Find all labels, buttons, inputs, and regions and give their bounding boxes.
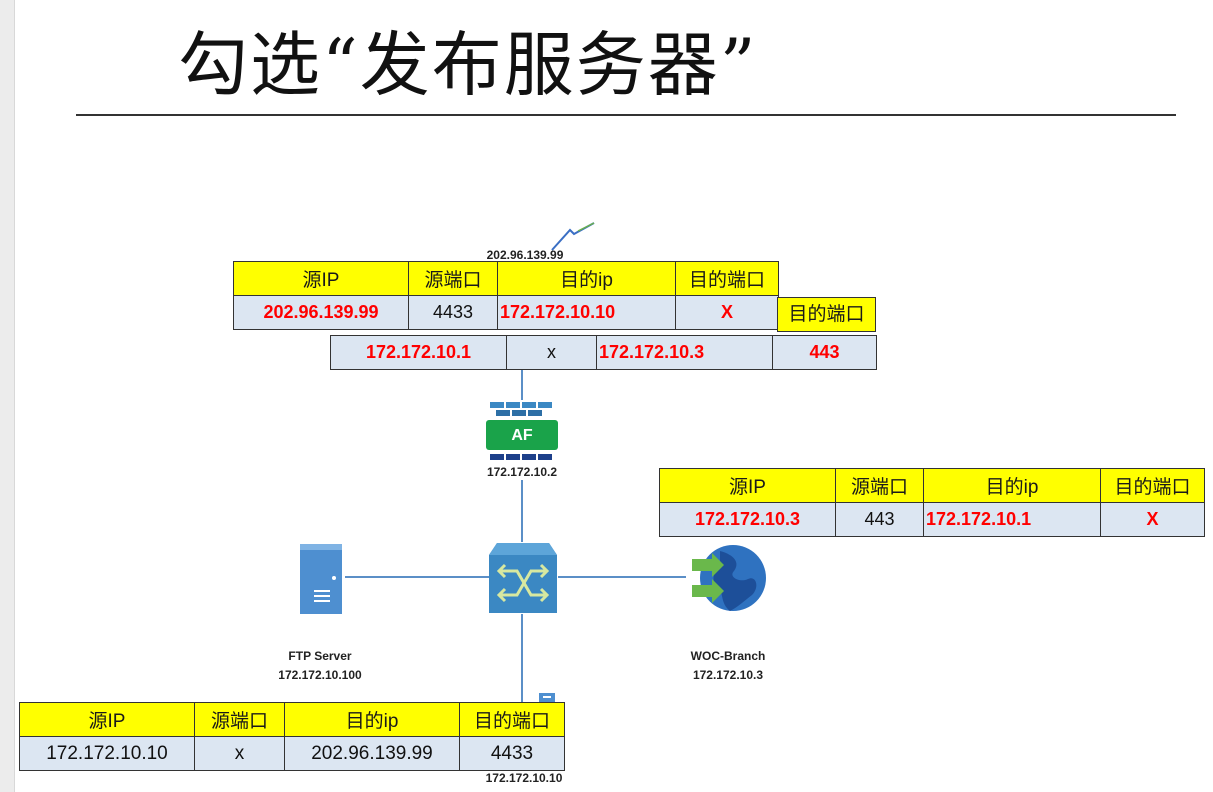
cell-src-ip: 172.172.10.10: [19, 736, 195, 771]
cell-dst-ip: 172.172.10.3: [596, 335, 773, 370]
cell-src-ip: 172.172.10.1: [330, 335, 507, 370]
cell-dst-ip: 172.172.10.10: [497, 295, 676, 330]
cell-dst-port: 443: [772, 335, 877, 370]
firewall-icon: [486, 402, 558, 460]
left-panel-strip: [0, 0, 15, 792]
link-firewall-up: [521, 370, 523, 400]
ftp-server-name: FTP Server: [288, 649, 352, 663]
cell-dst-ip: 202.96.139.99: [284, 736, 460, 771]
header-dst-port: 目的端口: [459, 702, 565, 737]
nat-table-bottom: 源IP 源端口 目的ip 目的端口 172.172.10.10 x 202.96…: [19, 702, 565, 771]
nat-table-top-second: 172.172.10.1 x 172.172.10.3 443: [330, 335, 877, 370]
header-dst-ip: 目的ip: [497, 261, 676, 296]
woc-branch-name: WOC-Branch: [690, 649, 766, 663]
header-dst-ip: 目的ip: [923, 468, 1101, 503]
woc-branch-ip: 172.172.10.3: [692, 668, 764, 682]
internet-ip-label: 202.96.139.99: [486, 248, 564, 262]
link-switch-woc: [558, 576, 686, 578]
nat-table-right: 源IP 源端口 目的ip 目的端口 172.172.10.3 443 172.1…: [659, 468, 1205, 537]
header-src-ip: 源IP: [659, 468, 836, 503]
firewall-badge: AF: [511, 427, 533, 444]
cell-dst-ip: 172.172.10.1: [923, 502, 1101, 537]
firewall-ip-label: 172.172.10.2: [486, 465, 558, 479]
cell-dst-port: 4433: [459, 736, 565, 771]
cell-src-ip: 172.172.10.3: [659, 502, 836, 537]
header-dst-port-extra: 目的端口: [777, 297, 876, 332]
cell-src-port: 4433: [408, 295, 498, 330]
header-src-ip: 源IP: [19, 702, 195, 737]
internet-link-icon: [551, 222, 595, 251]
switch-icon: [489, 543, 557, 613]
woc-branch-icon: [692, 545, 766, 611]
ftp-server-icon: [300, 544, 342, 614]
header-dst-ip: 目的ip: [284, 702, 460, 737]
header-src-port: 源端口: [408, 261, 498, 296]
link-firewall-switch: [521, 480, 523, 542]
header-src-ip: 源IP: [233, 261, 409, 296]
cell-src-port: x: [194, 736, 285, 771]
link-switch-ftp: [345, 576, 489, 578]
cell-src-ip: 202.96.139.99: [233, 295, 409, 330]
cell-dst-port: X: [675, 295, 779, 330]
client-ip-label: 172.172.10.10: [485, 771, 563, 785]
cell-src-port: 443: [835, 502, 924, 537]
slide-title: 勾选“发布服务器”: [178, 24, 758, 106]
title-underline: [76, 114, 1176, 116]
ftp-server-ip: 172.172.10.100: [278, 668, 362, 682]
nat-table-top: 源IP 源端口 目的ip 目的端口 202.96.139.99 4433 172…: [233, 261, 779, 330]
header-dst-port: 目的端口: [675, 261, 779, 296]
cell-dst-port: X: [1100, 502, 1205, 537]
header-src-port: 源端口: [194, 702, 285, 737]
header-dst-port: 目的端口: [1100, 468, 1205, 503]
header-src-port: 源端口: [835, 468, 924, 503]
cell-src-port: x: [506, 335, 597, 370]
link-switch-client: [521, 614, 523, 706]
